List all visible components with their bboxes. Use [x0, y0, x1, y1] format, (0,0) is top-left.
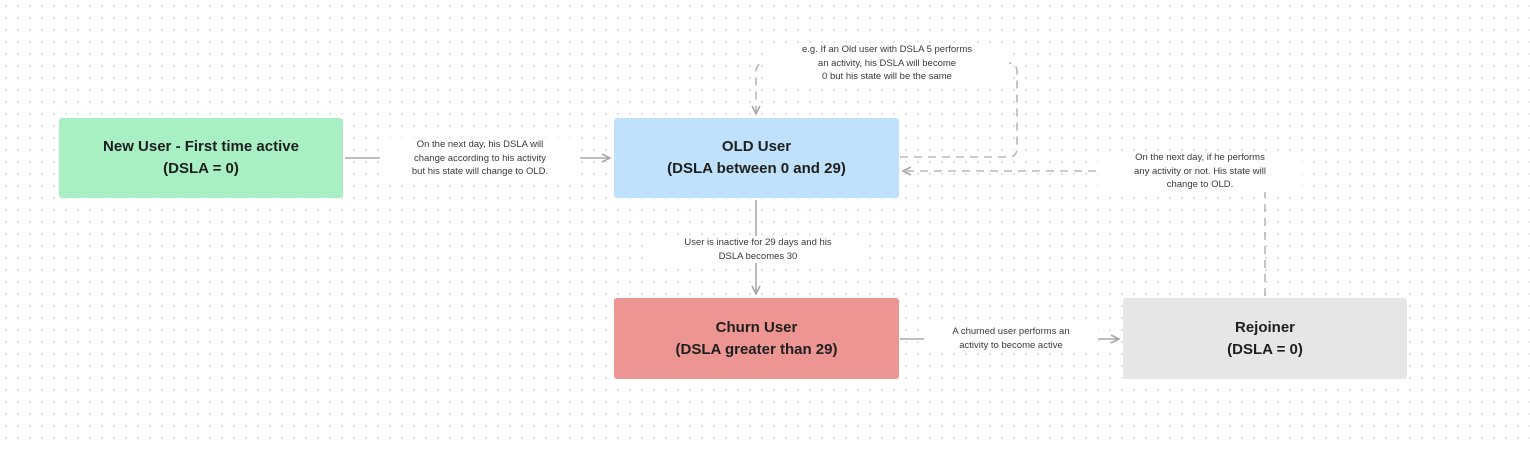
node-new-user: New User - First time active (DSLA = 0): [59, 118, 343, 198]
node-old-user-title: OLD User: [721, 138, 792, 155]
label-new-to-old-line-2: change according to his activity: [413, 152, 547, 164]
label-rejoiner-to-old-line-1: On the next day, if he performs: [1135, 152, 1265, 163]
node-churn-user-title: Churn User: [715, 318, 798, 336]
label-old-self-loop-line-1: e.g. If an Old user with DSLA 5 performs: [801, 44, 973, 55]
node-old-user-subtitle: (DSLA between 0 and 29): [667, 160, 846, 177]
label-old-to-churn-line-2: DSLA becomes 30: [718, 250, 798, 262]
label-rejoiner-to-old: On the next day, if he performs any acti…: [1098, 151, 1302, 192]
node-old-user: OLD User (DSLA between 0 and 29): [614, 118, 899, 198]
label-old-self-loop-line-2: an activity, his DSLA will become: [817, 57, 957, 69]
node-new-user-subtitle: (DSLA = 0): [163, 160, 239, 177]
label-old-to-churn-line-1: User is inactive for 29 days and his: [684, 237, 832, 248]
label-old-to-churn: User is inactive for 29 days and his DSL…: [650, 236, 866, 263]
label-rejoiner-to-old-line-2: any activity or not. His state will: [1134, 165, 1266, 177]
label-churn-to-rejoiner-line-2: activity to become active: [959, 339, 1063, 351]
label-churn-to-rejoiner: A churned user performs an activity to b…: [924, 325, 1098, 352]
node-rejoiner-title: Rejoiner: [1234, 318, 1295, 336]
node-churn-user-subtitle: (DSLA greater than 29): [675, 340, 838, 358]
label-churn-to-rejoiner-line-1: A churned user performs an: [952, 326, 1070, 337]
node-churn-user: Churn User (DSLA greater than 29): [614, 298, 899, 379]
node-rejoiner: Rejoiner (DSLA = 0): [1123, 298, 1407, 379]
label-old-self-loop-line-3: 0 but his state will be the same: [822, 71, 952, 82]
label-old-self-loop: e.g. If an Old user with DSLA 5 performs…: [765, 43, 1009, 84]
label-rejoiner-to-old-line-3: change to OLD.: [1166, 179, 1234, 190]
label-new-to-old-line-3: but his state will change to OLD.: [411, 166, 549, 177]
label-new-to-old-line-1: On the next day, his DSLA will: [416, 139, 544, 150]
node-rejoiner-subtitle: (DSLA = 0): [1227, 340, 1303, 358]
label-new-to-old: On the next day, his DSLA will change ac…: [380, 138, 580, 179]
node-new-user-title: New User - First time active: [103, 138, 299, 155]
